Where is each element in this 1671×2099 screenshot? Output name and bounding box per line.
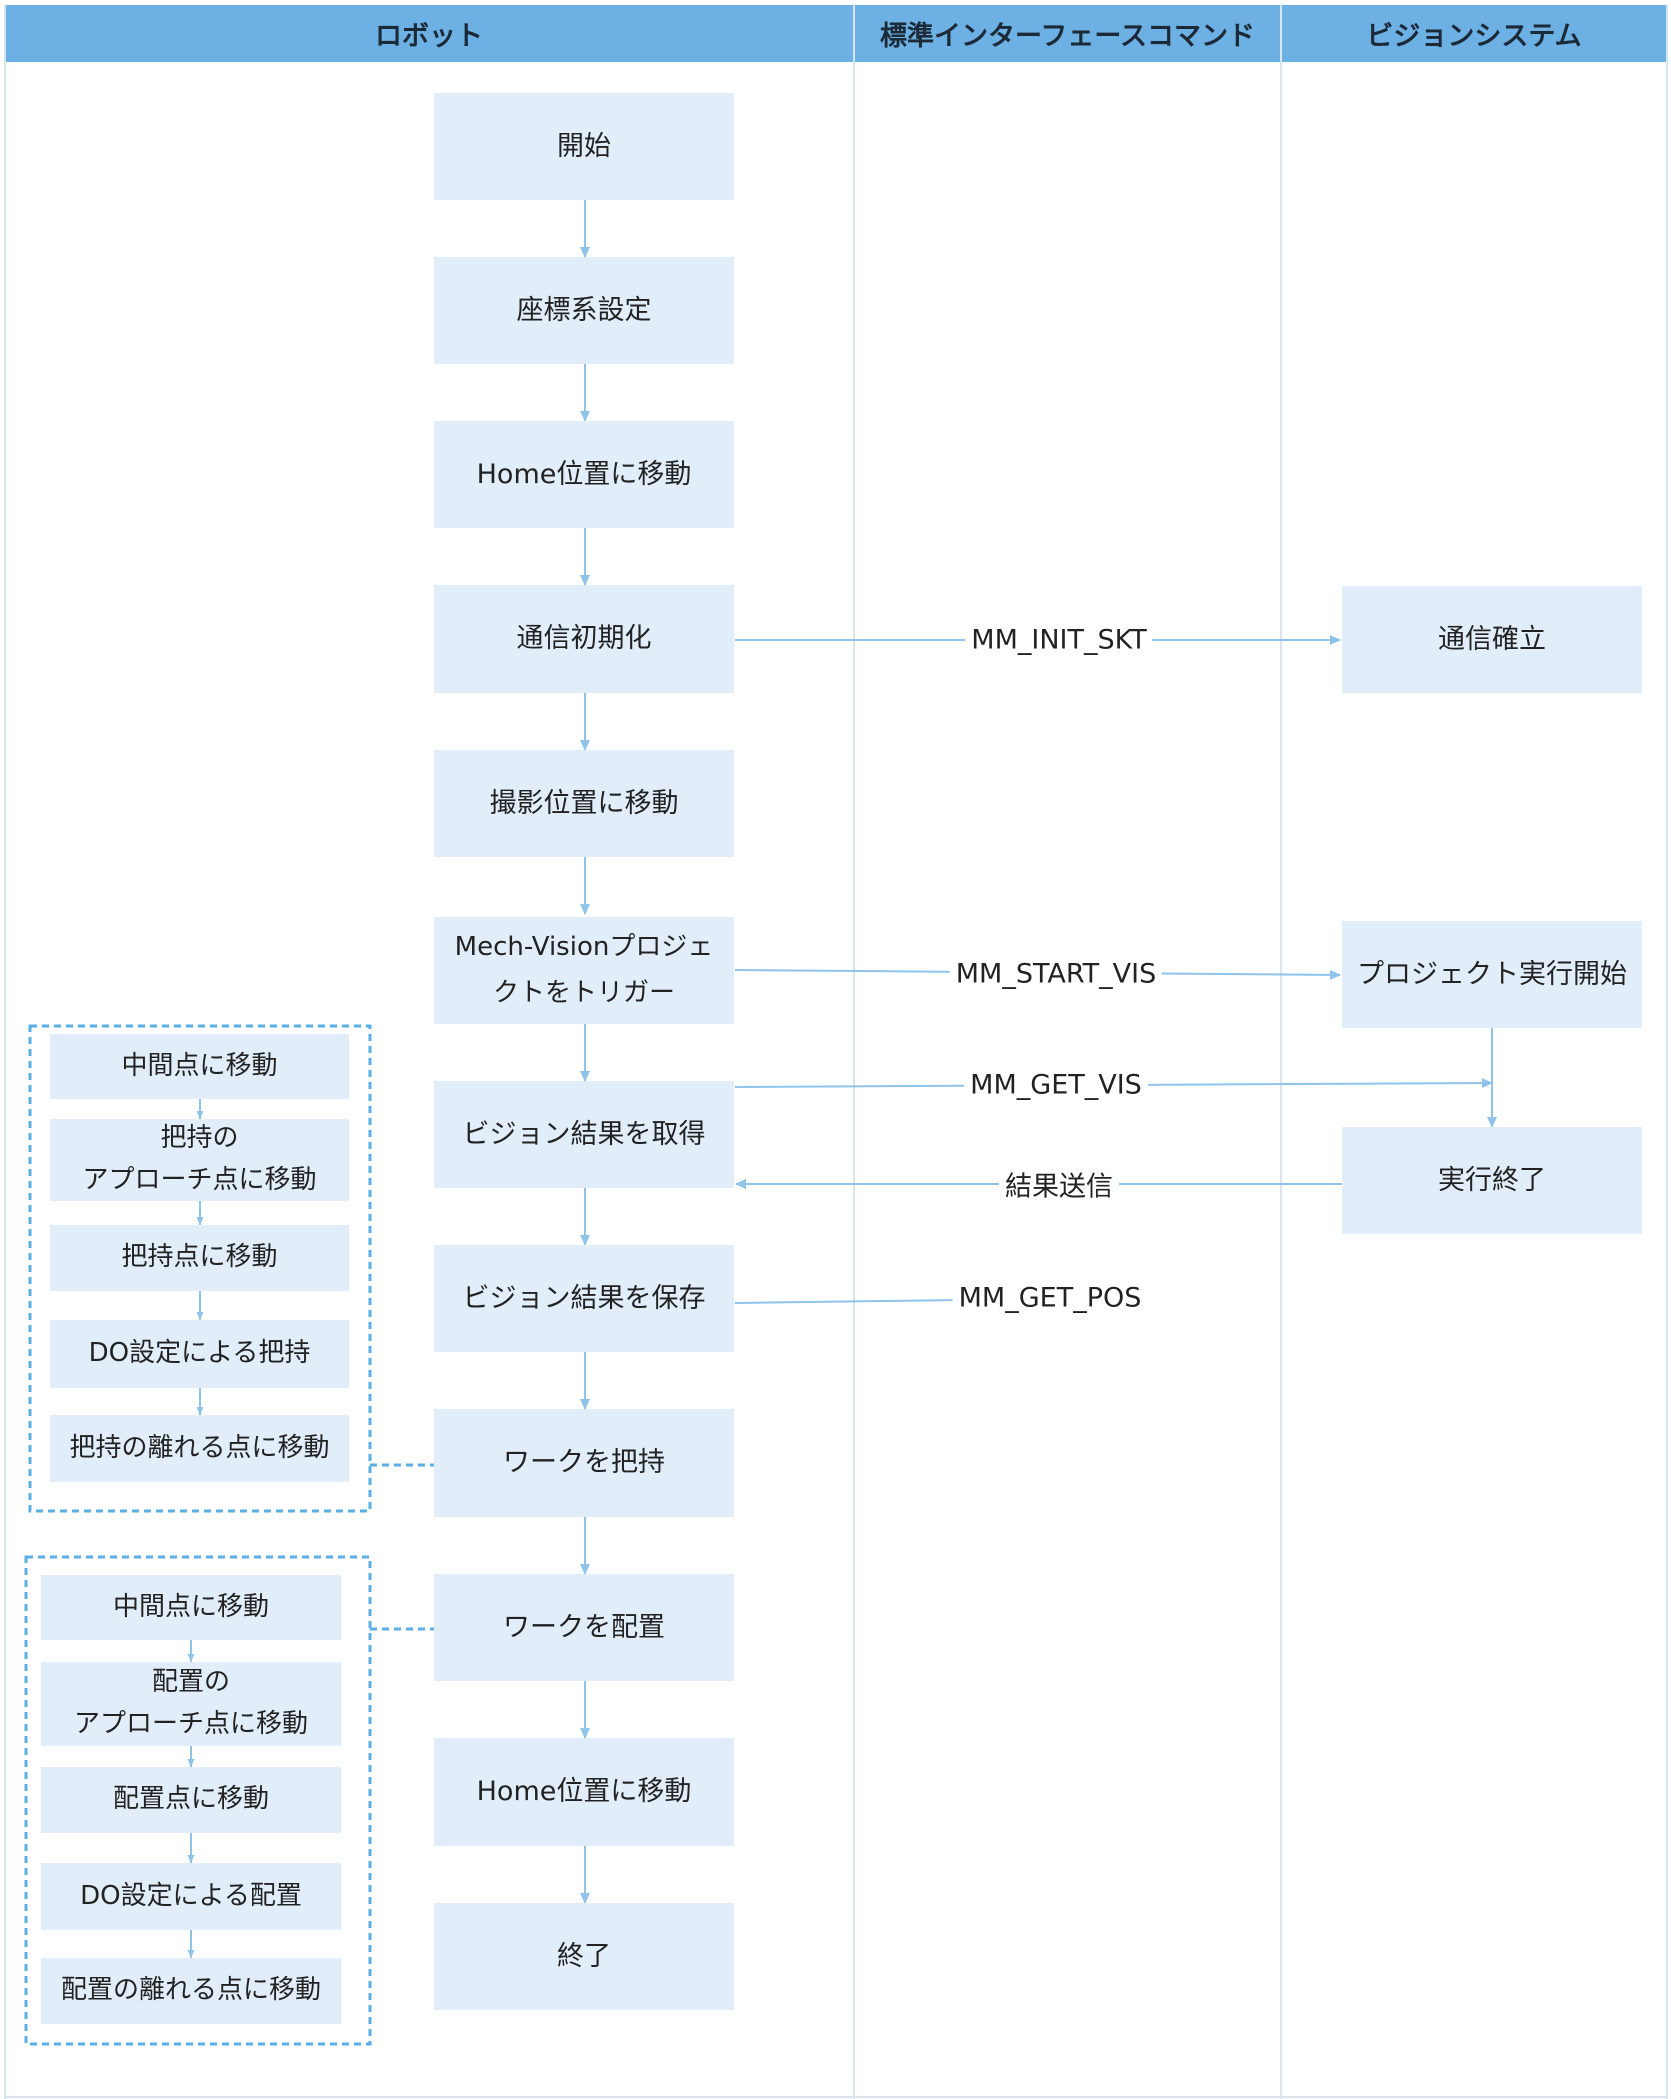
- step-move-home: Home位置に移動: [434, 421, 734, 528]
- vision-execution-end: 実行終了: [1342, 1127, 1642, 1234]
- label-mm-get-pos: MM_GET_POS: [952, 1282, 1148, 1314]
- place-substep-3: 配置点に移動: [41, 1767, 341, 1833]
- step-move-home-2: Home位置に移動: [434, 1738, 734, 1846]
- step-get-vision-result: ビジョン結果を取得: [434, 1081, 734, 1188]
- place-substep-2: 配置の アプローチ点に移動: [41, 1662, 341, 1746]
- step-place-workpiece: ワークを配置: [434, 1574, 734, 1681]
- pick-substep-3: 把持点に移動: [50, 1225, 349, 1291]
- step-move-capture: 撮影位置に移動: [434, 750, 734, 857]
- pick-substep-5: 把持の離れる点に移動: [50, 1415, 349, 1482]
- place-substep-4: DO設定による配置: [41, 1863, 341, 1930]
- step-end: 終了: [434, 1903, 734, 2010]
- label-mm-start-vis: MM_START_VIS: [949, 958, 1163, 990]
- divider-robot-interface: [853, 5, 855, 2099]
- step-init-comm: 通信初期化: [434, 585, 734, 693]
- label-result-send: 結果送信: [999, 1164, 1119, 1204]
- pick-substep-1: 中間点に移動: [50, 1034, 349, 1099]
- label-mm-init-skt: MM_INIT_SKT: [965, 624, 1153, 656]
- step-save-vision-result: ビジョン結果を保存: [434, 1245, 734, 1352]
- divider-right: [1666, 5, 1668, 2099]
- vision-comm-established: 通信確立: [1342, 586, 1642, 693]
- place-group-border: [24, 1555, 372, 2046]
- line-get-pos: [734, 1299, 961, 1304]
- pick-substep-2: 把持の アプローチ点に移動: [50, 1119, 349, 1201]
- header-robot: ロボット: [5, 5, 853, 62]
- divider-interface-vision: [1280, 5, 1282, 2099]
- pick-group-border: [28, 1024, 372, 1513]
- divider-left: [4, 5, 6, 2099]
- step-pick-workpiece: ワークを把持: [434, 1409, 734, 1517]
- vision-project-start: プロジェクト実行開始: [1342, 921, 1642, 1028]
- step-start: 開始: [434, 93, 734, 200]
- place-substep-5: 配置の離れる点に移動: [41, 1958, 341, 2024]
- step-coordinate-setting: 座標系設定: [434, 257, 734, 364]
- place-substep-1: 中間点に移動: [41, 1575, 341, 1640]
- header-vision: ビジョンシステム: [1282, 5, 1666, 62]
- header-interface: 標準インターフェースコマンド: [855, 5, 1280, 62]
- bottom-border: [4, 2096, 1668, 2098]
- pick-substep-4: DO設定による把持: [50, 1320, 349, 1388]
- label-mm-get-vis: MM_GET_VIS: [964, 1069, 1148, 1101]
- step-trigger-project: Mech-Visionプロジェ クトをトリガー: [434, 917, 734, 1024]
